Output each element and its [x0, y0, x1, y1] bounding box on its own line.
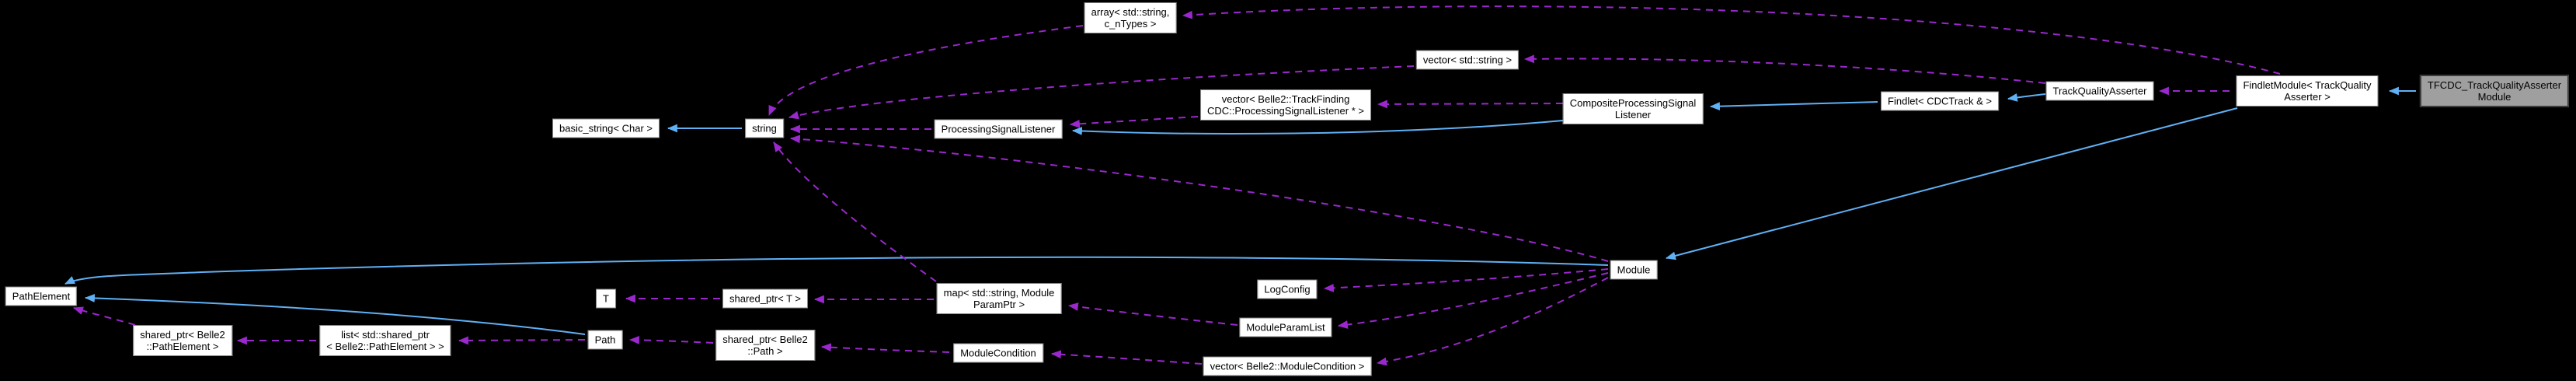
node-array-std-string[interactable]: array< std::string,c_nTypes > [1084, 2, 1177, 33]
node-vector-module-condition[interactable]: vector< Belle2::ModuleCondition > [1203, 356, 1372, 376]
node-label: TrackQualityAsserter [2052, 85, 2147, 97]
node-label: string [752, 122, 777, 135]
node-label: Module [1617, 264, 1651, 276]
node-label: shared_ptr< T > [729, 292, 802, 305]
edge-module-to-log-config [1323, 268, 1609, 292]
edge-module-param-list-to-map-module-param-ptr [1067, 302, 1238, 326]
edge-findlet-module-to-array-std-string [1182, 5, 2281, 75]
node-t[interactable]: T [596, 288, 616, 309]
node-label: Path [594, 334, 616, 346]
node-label: basic_string< Char > [559, 122, 653, 135]
node-label: Module [2477, 91, 2512, 103]
node-label: shared_ptr< Belle2 [140, 329, 225, 341]
node-label: ModuleCondition [960, 347, 1036, 359]
node-module-condition[interactable]: ModuleCondition [953, 343, 1043, 363]
node-label: CompositeProcessingSignal [1569, 97, 1697, 109]
node-label: ::PathElement > [146, 341, 219, 352]
edge-composite-psl-to-processing-signal-listener [1071, 120, 1564, 135]
edge-module-to-module-param-list [1337, 272, 1609, 329]
node-shared-ptr-t[interactable]: shared_ptr< T > [722, 288, 809, 309]
edge-map-module-param-ptr-to-string [773, 142, 937, 282]
edge-track-quality-asserter-to-vector-std-string [1523, 54, 2046, 84]
node-label: c_nTypes > [1104, 18, 1157, 30]
edge-shared-ptr-path-to-path [628, 335, 714, 344]
node-label: vector< std::string > [1422, 54, 1513, 66]
node-list-shared-ptr[interactable]: list< std::shared_ptr< Belle2::PathEleme… [319, 325, 451, 356]
edge-composite-psl-to-vector-psl-ptr [1377, 100, 1564, 109]
node-label: ::Path > [747, 345, 783, 357]
node-shared-ptr-path[interactable]: shared_ptr< Belle2::Path > [715, 330, 815, 361]
node-label: map< std::string, Module [943, 287, 1055, 299]
node-label: PathElement [12, 290, 71, 302]
edge-array-std-string-to-string [768, 25, 1084, 116]
node-label: ParamPtr > [973, 299, 1025, 310]
node-label: list< std::shared_ptr [341, 329, 430, 341]
node-module-param-list[interactable]: ModuleParamList [1239, 317, 1332, 337]
edge-module-to-string [789, 135, 1609, 262]
edge-vector-std-string-to-string [788, 65, 1415, 120]
edge-path-to-path-element [84, 294, 586, 335]
node-log-config[interactable]: LogConfig [1257, 279, 1318, 299]
node-label: < Belle2::PathElement > > [326, 341, 444, 352]
node-basic-string-char[interactable]: basic_string< Char > [552, 118, 660, 138]
node-label: ModuleParamList [1246, 321, 1325, 334]
edge-findlet-module-to-module [1665, 107, 2238, 260]
edge-vector-psl-ptr-to-processing-signal-listener [1069, 116, 1199, 128]
edge-path-to-list-shared-ptr [458, 336, 586, 345]
edge-findlet-cdctrack-to-composite-psl [1709, 101, 1878, 111]
node-label: T [603, 292, 609, 305]
edge-shared-ptr-path-element-to-path-element [72, 306, 136, 326]
node-module[interactable]: Module [1610, 260, 1658, 280]
node-label: CDC::ProcessingSignalListener * > [1207, 105, 1364, 117]
node-label: TFCDC_TrackQualityAsserter [2427, 79, 2562, 91]
node-label: array< std::string, [1091, 6, 1170, 18]
node-label: shared_ptr< Belle2 [722, 334, 808, 345]
node-label: vector< Belle2::ModuleCondition > [1210, 360, 1365, 372]
node-vector-std-string[interactable]: vector< std::string > [1415, 50, 1519, 70]
node-label: Findlet< CDCTrack & > [1888, 95, 1992, 107]
node-label: LogConfig [1264, 283, 1311, 295]
node-label: Asserter > [2284, 91, 2331, 103]
edge-module-condition-to-shared-ptr-path [820, 343, 950, 353]
node-label: Listener [1614, 109, 1652, 121]
node-findlet-cdctrack[interactable]: Findlet< CDCTrack & > [1881, 91, 1999, 111]
edge-track-quality-asserter-to-findlet-cdctrack [2007, 93, 2046, 102]
node-path[interactable]: Path [587, 330, 623, 350]
node-processing-signal-listener[interactable]: ProcessingSignalListener [934, 119, 1063, 139]
node-track-quality-asserter[interactable]: TrackQualityAsserter [2045, 81, 2154, 101]
node-label: vector< Belle2::TrackFinding [1221, 93, 1350, 105]
edge-vector-module-condition-to-module-condition [1050, 350, 1203, 365]
edge-module-to-path-element [64, 256, 1609, 285]
node-label: ProcessingSignalListener [941, 123, 1056, 135]
edge-module-to-vector-module-condition [1376, 277, 1609, 366]
node-shared-ptr-path-element[interactable]: shared_ptr< Belle2::PathElement > [133, 325, 232, 356]
node-string[interactable]: string [745, 118, 784, 138]
node-label: FindletModule< TrackQuality [2243, 79, 2372, 91]
node-path-element[interactable]: PathElement [5, 286, 78, 306]
